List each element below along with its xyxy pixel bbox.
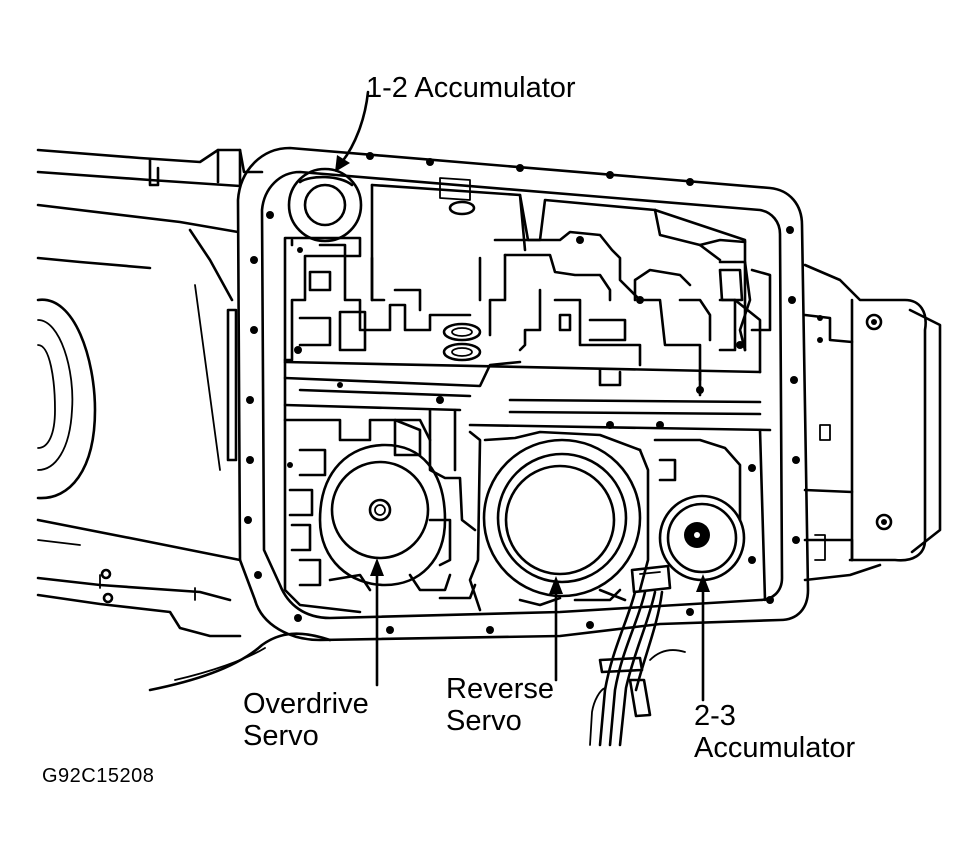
extension-housing bbox=[803, 263, 942, 582]
leader-arrows bbox=[335, 90, 710, 702]
label-reverse-servo-line2: Servo bbox=[446, 705, 522, 737]
label-overdrive-servo-line1: Overdrive bbox=[243, 688, 369, 720]
arrow-accumulator-1-2 bbox=[340, 90, 370, 164]
label-accumulator-2-3-line1: 2-3 bbox=[694, 700, 736, 732]
label-accumulator-1-2: 1-2 Accumulator bbox=[366, 72, 576, 104]
figure-id: G92C15208 bbox=[42, 765, 155, 787]
label-accumulator-2-3-line2: Accumulator bbox=[694, 732, 856, 764]
accumulator-1-2 bbox=[287, 167, 363, 243]
label-reverse-servo: Reverse Servo bbox=[446, 673, 554, 737]
accumulator-2-3 bbox=[658, 494, 746, 582]
pan-gasket-flange bbox=[236, 146, 810, 642]
valve-body bbox=[283, 230, 772, 614]
label-overdrive-servo: Overdrive Servo bbox=[243, 688, 369, 752]
label-reverse-servo-line1: Reverse bbox=[446, 673, 554, 705]
reverse-servo bbox=[482, 438, 642, 598]
overdrive-servo bbox=[318, 443, 447, 587]
wiring-harness bbox=[589, 564, 686, 747]
transmission-case bbox=[36, 148, 332, 692]
label-overdrive-servo-line2: Servo bbox=[243, 720, 319, 752]
label-accumulator-2-3: 2-3 Accumulator bbox=[694, 700, 855, 764]
